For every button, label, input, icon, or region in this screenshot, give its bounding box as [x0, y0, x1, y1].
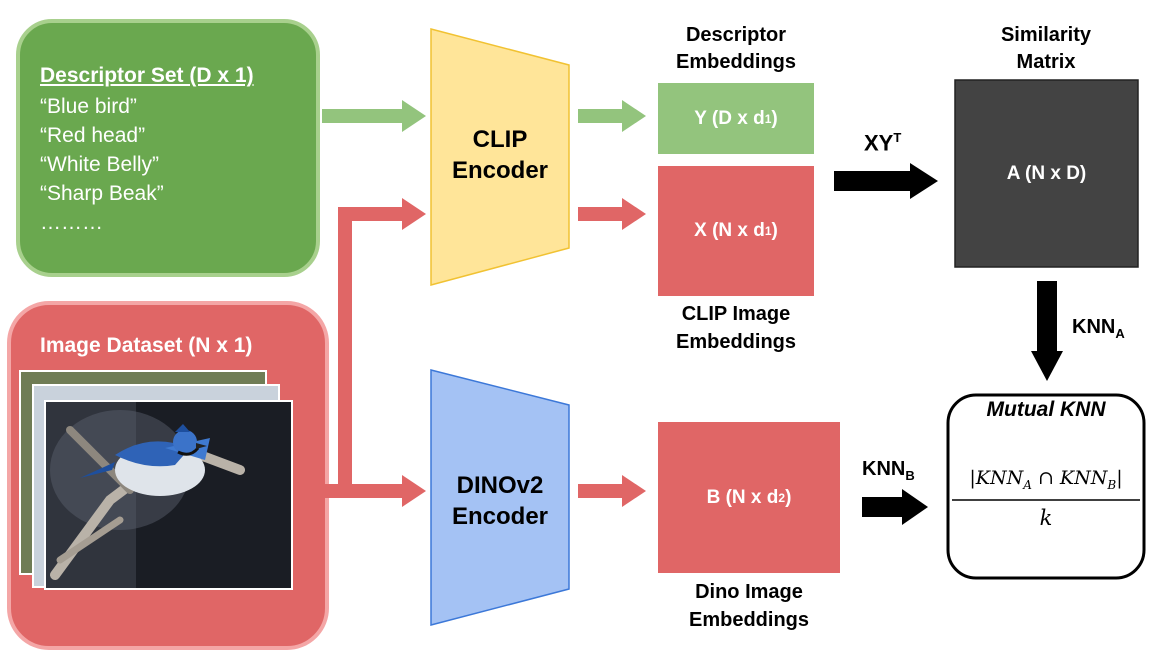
- descriptor-item: “Sharp Beak”: [40, 182, 164, 205]
- knn-b-arrow: [862, 489, 928, 525]
- dino-image-embeddings-footer-line1: Dino Image: [695, 581, 803, 603]
- descriptor-embeddings-box: [658, 83, 814, 154]
- xyt-label: XYT: [864, 130, 901, 156]
- clip-image-embeddings-footer-line2: Embeddings: [675, 331, 796, 353]
- clip-image-embeddings-footer: CLIP Image Embeddings: [636, 300, 836, 356]
- x-label-sub: 1: [764, 224, 772, 238]
- descriptor-item: “Blue bird”: [40, 95, 137, 118]
- knn-a-label: KNNA: [1072, 316, 1125, 341]
- mutual-knn-denominator: k: [1039, 506, 1053, 530]
- b-label-sub: 2: [778, 490, 786, 505]
- similarity-matrix-header-line1: Similarity: [1000, 24, 1092, 46]
- xyt-main: XY: [864, 130, 894, 156]
- descriptor-to-clip-arrow: [322, 100, 426, 132]
- descriptor-set-box: [16, 19, 320, 277]
- similarity-matrix-label: A (N x D): [1006, 162, 1087, 184]
- dino-encoder-line2: Encoder: [451, 503, 549, 530]
- dino-encoder-line1: DINOv2: [456, 472, 544, 499]
- dino-encoder-label: DINOv2 Encoder: [431, 470, 569, 532]
- descriptor-item: “Red head”: [40, 124, 146, 147]
- dino-image-embeddings-footer-line2: Embeddings: [688, 609, 809, 631]
- xyt-arrow: [834, 163, 938, 199]
- descriptor-embeddings-header-line1: Descriptor: [685, 24, 787, 46]
- clip-encoder-shape: [430, 28, 570, 286]
- knn-a-arrow: [1031, 281, 1063, 381]
- similarity-matrix-header-line2: Matrix: [1016, 51, 1076, 73]
- knn-a-sub: A: [1115, 326, 1125, 341]
- knn-b-main: KNN: [862, 458, 906, 480]
- b-label-main: B (N x d: [706, 486, 779, 508]
- knn-b-sub: B: [905, 468, 915, 483]
- clip-image-embeddings-box: [658, 166, 814, 296]
- dino-encoder-shape: [430, 369, 570, 626]
- descriptor-embeddings-header: Descriptor Embeddings: [636, 22, 836, 76]
- dino-image-embeddings-box: [658, 422, 840, 573]
- numerator-part3: |: [1116, 467, 1123, 489]
- descriptor-set-title: Descriptor Set (D x 1): [40, 64, 254, 87]
- y-label-main: Y (D x d: [694, 107, 765, 129]
- numerator-part2: ∩ KNN: [1031, 467, 1108, 489]
- numerator-part1: |KNN: [969, 467, 1024, 489]
- descriptor-item: “White Belly”: [40, 153, 160, 176]
- descriptor-item: ………: [40, 211, 103, 234]
- y-label-end: ): [771, 107, 778, 129]
- clip-to-descriptor-embeddings-arrow: [578, 100, 646, 132]
- clip-encoder-line2: Encoder: [451, 157, 549, 184]
- clip-encoder-label: CLIP Encoder: [431, 124, 569, 186]
- mutual-knn-title: Mutual KNN: [986, 398, 1106, 421]
- bird-photo: [44, 400, 293, 590]
- descriptor-list: “Blue bird” “Red head” “White Belly” “Sh…: [40, 92, 164, 237]
- clip-encoder-line1: CLIP: [472, 126, 528, 153]
- similarity-matrix-header: Similarity Matrix: [946, 22, 1146, 76]
- similarity-matrix-box: [954, 79, 1139, 268]
- numerator-sub-b: B: [1107, 477, 1117, 492]
- image-to-encoders-connector: [325, 198, 426, 507]
- numerator-sub-a: A: [1023, 477, 1032, 492]
- knn-a-main: KNN: [1072, 316, 1116, 338]
- dino-to-image-embeddings-arrow: [578, 475, 646, 507]
- x-label-end: ): [771, 220, 778, 241]
- clip-image-embeddings-footer-line1: CLIP Image: [681, 303, 791, 325]
- image-dataset-title: Image Dataset (N x 1): [40, 334, 253, 357]
- dino-image-embeddings-footer: Dino Image Embeddings: [649, 578, 849, 634]
- descriptor-embeddings-header-line2: Embeddings: [675, 51, 796, 73]
- xyt-sup: T: [893, 130, 902, 145]
- mutual-knn-numerator: |KNNA ∩ KNNB|: [950, 467, 1142, 492]
- y-label-sub: 1: [764, 111, 772, 126]
- x-label-main: X (N x d: [694, 220, 765, 241]
- b-label-end: ): [785, 486, 792, 508]
- clip-to-image-embeddings-arrow: [578, 198, 646, 230]
- mutual-knn-box: [946, 393, 1146, 580]
- knn-b-label: KNNB: [862, 458, 915, 483]
